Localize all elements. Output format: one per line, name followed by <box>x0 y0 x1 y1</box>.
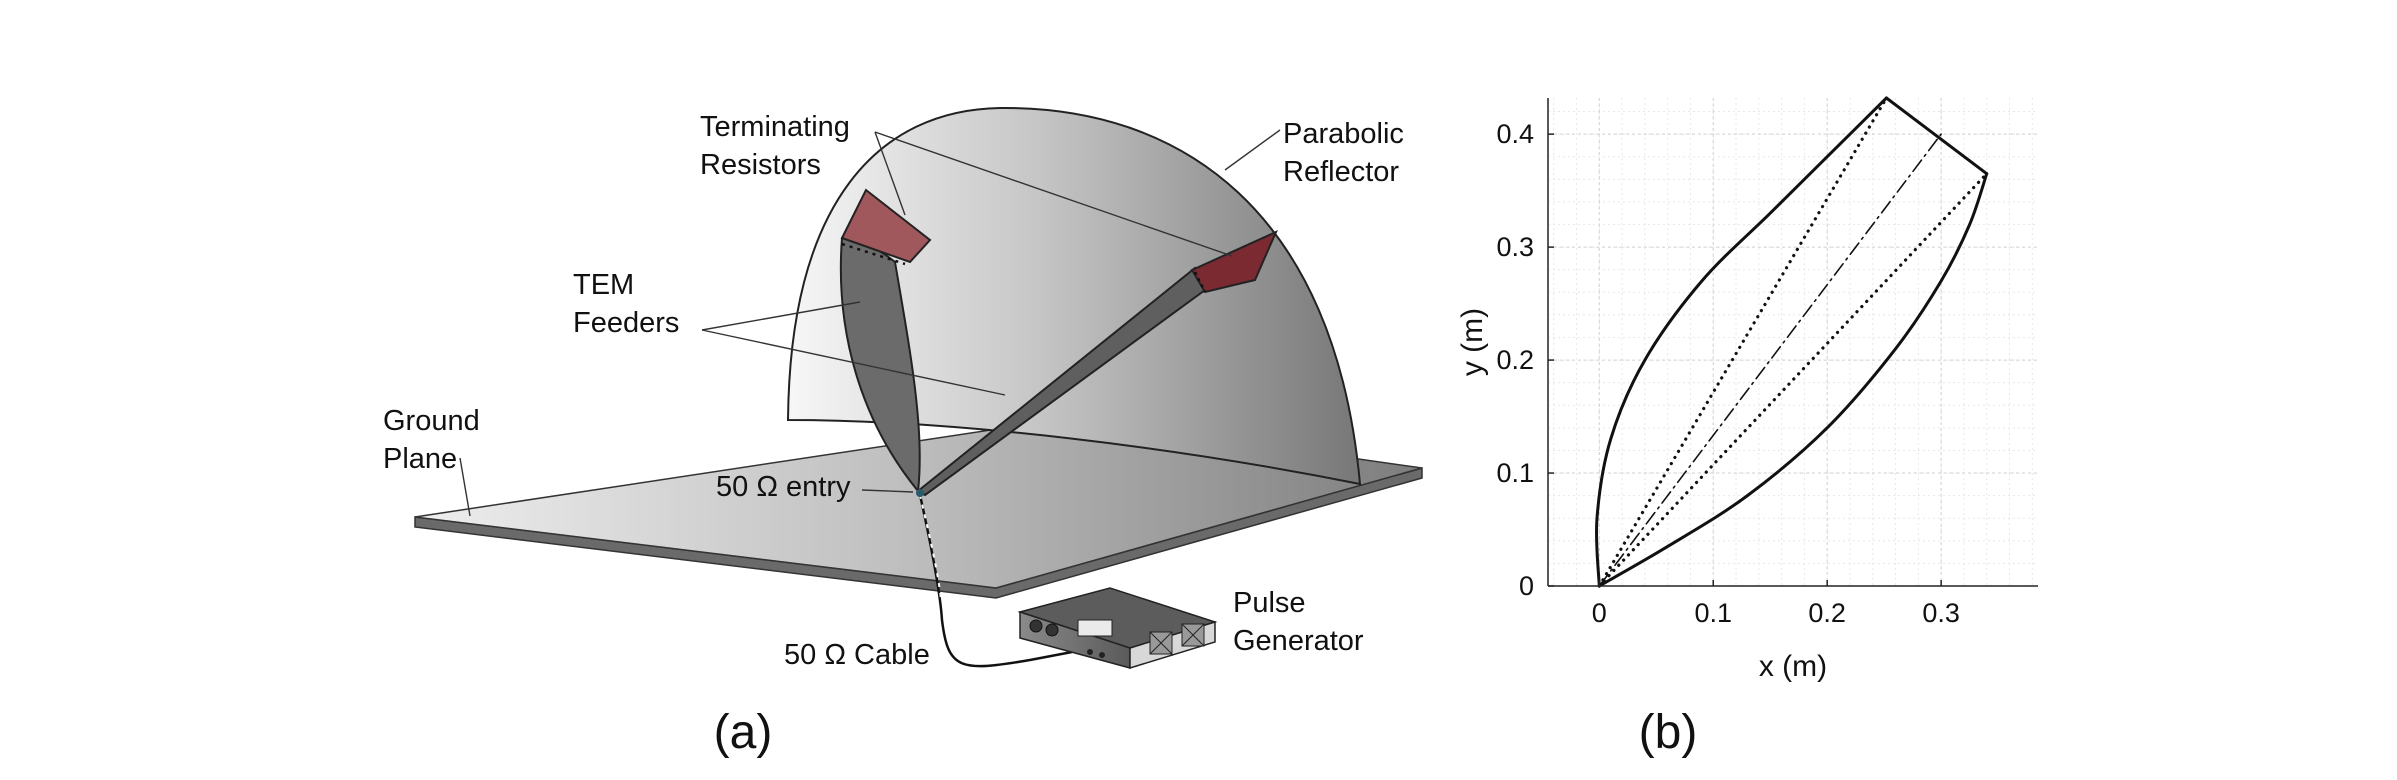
y-tick-label: 0.2 <box>1496 345 1534 375</box>
pulse-generator <box>1017 587 1218 670</box>
x-tick-label: 0.1 <box>1694 598 1732 628</box>
series-layer <box>1594 96 1989 588</box>
panel-b-chart: 0 0.1 0.2 0.3 0 0.1 0.2 0.3 0.4 x (m) y (m) (b) <box>1456 96 2038 759</box>
panel-b-caption: (b) <box>1639 706 1698 759</box>
coax-cable <box>918 494 1073 668</box>
label-terminating: Terminating <box>700 111 850 143</box>
label-resistors: Resistors <box>700 149 821 181</box>
series-line-solid <box>1884 96 1989 176</box>
label-pulse: Pulse <box>1233 587 1306 619</box>
series-line-solid <box>1594 96 1888 588</box>
label-plane: Plane <box>383 443 457 475</box>
ticks: 0 0.1 0.2 0.3 0 0.1 0.2 0.3 0.4 <box>1496 119 1959 628</box>
y-tick-label: 0.3 <box>1496 232 1534 262</box>
axes <box>1547 98 2038 587</box>
label-reflector: Reflector <box>1283 156 1399 188</box>
panel-a-diagram: Terminating Resistors Parabolic Reflecto… <box>383 106 1423 759</box>
y-axis-label: y (m) <box>1456 308 1489 376</box>
plot-area <box>1548 98 2038 586</box>
y-tick-label: 0 <box>1519 571 1534 601</box>
label-ground: Ground <box>383 405 480 437</box>
series-line-dotted <box>1597 172 1989 588</box>
label-parabolic: Parabolic <box>1283 118 1404 150</box>
parabolic-reflector <box>786 106 1362 486</box>
x-tick-label: 0 <box>1592 598 1607 628</box>
ground-plane <box>414 417 1423 599</box>
leader-lines <box>459 129 1281 517</box>
label-cable: 50 Ω Cable <box>784 639 930 671</box>
series-line-dashdot <box>1598 133 1942 587</box>
x-tick-label: 0.2 <box>1808 598 1846 628</box>
series-line-dotted <box>1597 96 1889 588</box>
label-entry: 50 Ω entry <box>716 471 851 503</box>
panel-a-caption: (a) <box>714 706 773 759</box>
y-tick-label: 0.1 <box>1496 458 1534 488</box>
series-line-solid <box>1597 172 1989 588</box>
label-tem: TEM <box>573 269 634 301</box>
x-axis-label: x (m) <box>1759 650 1827 683</box>
terminating-resistor-right <box>1190 230 1278 294</box>
label-feeders: Feeders <box>573 307 679 339</box>
label-generator: Generator <box>1233 625 1364 657</box>
y-tick-label: 0.4 <box>1496 119 1534 149</box>
grid <box>1548 98 2038 587</box>
terminating-resistor-left <box>840 188 932 264</box>
x-tick-label: 0.3 <box>1922 598 1960 628</box>
